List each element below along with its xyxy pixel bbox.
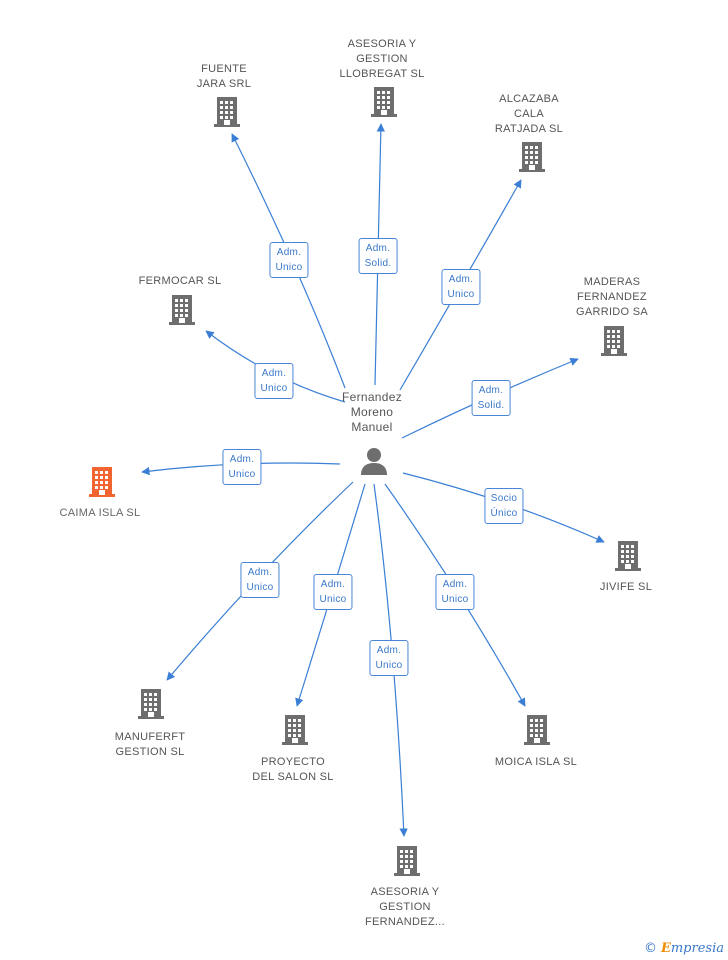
building-icon[interactable]: [280, 714, 310, 746]
company-name[interactable]: ASESORIA Y GESTION LLOBREGAT SL: [339, 38, 425, 80]
relation-label[interactable]: Adm. Unico: [269, 242, 309, 278]
relation-label[interactable]: Adm. Unico: [240, 562, 280, 598]
building-icon[interactable]: [613, 540, 643, 572]
relation-label[interactable]: Adm. Unico: [441, 269, 481, 305]
copyright-icon: ©: [643, 941, 657, 956]
building-icon[interactable]: [369, 86, 399, 118]
relation-label[interactable]: Adm. Solid.: [358, 238, 398, 274]
company-name[interactable]: FUENTE JARA SRL: [196, 63, 252, 90]
company-name[interactable]: PROYECTO DEL SALON SL: [252, 756, 334, 783]
relation-label[interactable]: Adm. Unico: [222, 449, 262, 485]
person-icon[interactable]: [359, 446, 389, 476]
building-icon[interactable]: [212, 96, 242, 128]
building-icon[interactable]: [392, 845, 422, 877]
brand-logo: ©Empresia: [643, 941, 724, 956]
company-name[interactable]: FERMOCAR SL: [138, 275, 222, 287]
company-name[interactable]: CAIMA ISLA SL: [59, 507, 141, 519]
building-icon[interactable]: [87, 466, 117, 498]
company-name[interactable]: MOICA ISLA SL: [494, 756, 578, 768]
building-icon[interactable]: [517, 141, 547, 173]
company-name[interactable]: ASESORIA Y GESTION FERNANDEZ...: [365, 886, 445, 928]
relation-label[interactable]: Adm. Unico: [369, 640, 409, 676]
relation-label[interactable]: Socio Único: [484, 488, 524, 524]
company-name[interactable]: MADERAS FERNANDEZ GARRIDO SA: [575, 276, 649, 318]
building-icon[interactable]: [167, 294, 197, 326]
relation-label[interactable]: Adm. Solid.: [471, 380, 511, 416]
company-name[interactable]: MANUFERFT GESTION SL: [114, 731, 186, 758]
company-name[interactable]: ALCAZABA CALA RATJADA SL: [494, 93, 564, 135]
relation-label[interactable]: Adm. Unico: [313, 574, 353, 610]
relation-label[interactable]: Adm. Unico: [254, 363, 294, 399]
person-name[interactable]: Fernandez Moreno Manuel: [341, 390, 403, 434]
building-icon[interactable]: [599, 325, 629, 357]
relation-label[interactable]: Adm. Unico: [435, 574, 475, 610]
building-icon[interactable]: [136, 688, 166, 720]
company-name[interactable]: JIVIFE SL: [599, 581, 653, 593]
building-icon[interactable]: [522, 714, 552, 746]
